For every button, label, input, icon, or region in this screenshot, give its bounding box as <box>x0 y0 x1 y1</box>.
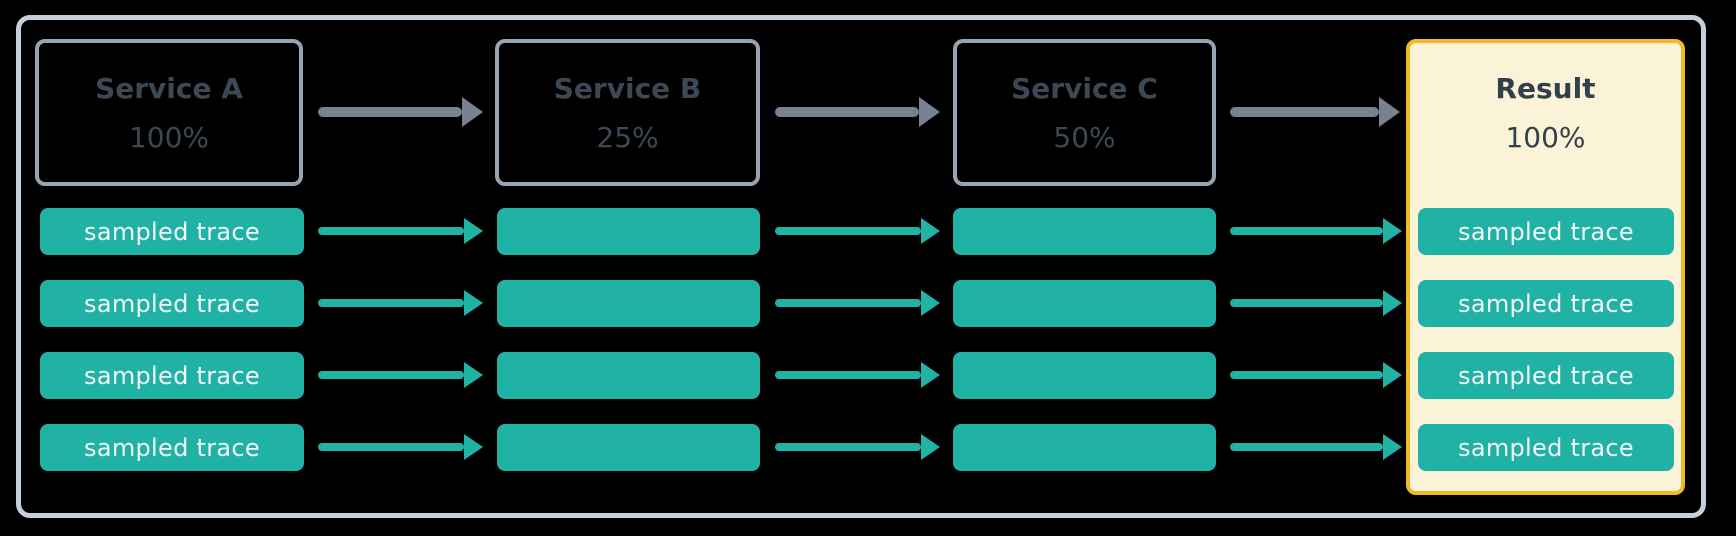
arrow-right-icon <box>318 97 483 127</box>
trace-pill <box>497 424 760 471</box>
arrow-right-icon <box>775 97 940 127</box>
arrow-right-icon <box>318 218 483 244</box>
sampled-trace-pill: sampled trace <box>1418 208 1674 255</box>
arrow-right-icon <box>318 362 483 388</box>
result-sample-rate: 100% <box>1505 121 1586 154</box>
arrow-right-icon <box>775 290 940 316</box>
trace-pill <box>953 208 1216 255</box>
service-a-sample-rate: 100% <box>128 120 210 154</box>
trace-pill <box>497 208 760 255</box>
service-b-title: Service B <box>553 71 702 105</box>
arrow-right-icon <box>775 362 940 388</box>
arrow-right-icon <box>1230 362 1402 388</box>
sampled-trace-pill: sampled trace <box>1418 280 1674 327</box>
trace-pill <box>953 424 1216 471</box>
sampled-trace-pill: sampled trace <box>40 208 304 255</box>
trace-pill <box>497 280 760 327</box>
arrow-right-icon <box>318 434 483 460</box>
service-c-box: Service C 50% <box>953 39 1216 186</box>
sampled-trace-pill: sampled trace <box>40 424 304 471</box>
arrow-right-icon <box>1230 218 1402 244</box>
arrow-right-icon <box>775 434 940 460</box>
trace-pill <box>497 352 760 399</box>
service-a-box: Service A 100% <box>35 39 303 186</box>
sampled-trace-pill: sampled trace <box>1418 424 1674 471</box>
service-c-sample-rate: 50% <box>1053 120 1116 154</box>
arrow-right-icon <box>775 218 940 244</box>
trace-pill <box>953 280 1216 327</box>
result-header: Result 100% <box>1410 43 1681 155</box>
diagram-frame <box>16 15 1706 518</box>
result-box: Result 100% <box>1406 39 1685 495</box>
sampled-trace-pill: sampled trace <box>40 280 304 327</box>
result-title: Result <box>1495 72 1596 105</box>
service-a-title: Service A <box>95 71 243 105</box>
arrow-right-icon <box>1230 97 1400 127</box>
service-b-box: Service B 25% <box>495 39 760 186</box>
sampled-trace-pill: sampled trace <box>1418 352 1674 399</box>
trace-pill <box>953 352 1216 399</box>
arrow-right-icon <box>1230 290 1402 316</box>
sampled-trace-pill: sampled trace <box>40 352 304 399</box>
arrow-right-icon <box>318 290 483 316</box>
service-c-title: Service C <box>1011 71 1158 105</box>
service-b-sample-rate: 25% <box>596 120 659 154</box>
arrow-right-icon <box>1230 434 1402 460</box>
